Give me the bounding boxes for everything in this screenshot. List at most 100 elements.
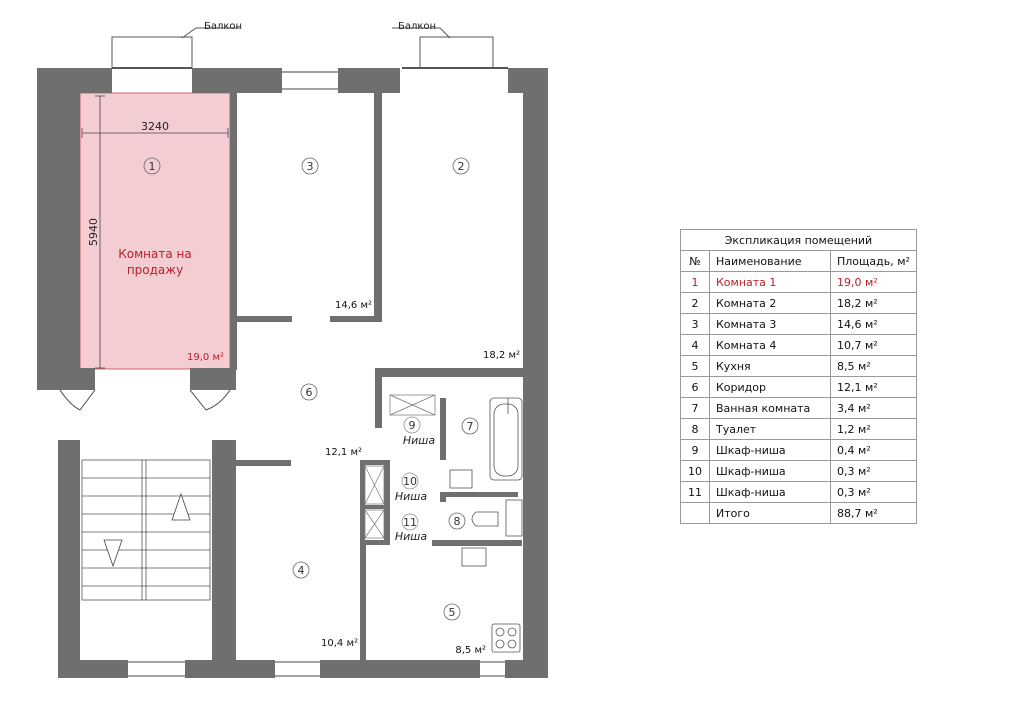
row-name: Шкаф-ниша xyxy=(709,481,831,503)
niches xyxy=(364,394,436,539)
room-5-marker xyxy=(443,603,461,621)
dimensions xyxy=(81,95,229,369)
dim-width: 3240 xyxy=(141,120,169,133)
balconies xyxy=(111,27,508,69)
table-row: 3 Комната 3 14,6 м² xyxy=(680,313,917,335)
niche-11-label: Ниша xyxy=(395,530,427,543)
table-row: 6 Коридор 12,1 м² xyxy=(680,376,917,398)
room-for-sale-line2: продажу xyxy=(127,263,183,277)
row-area: 0,3 м² xyxy=(830,481,917,503)
explication-title: Экспликация помещений xyxy=(680,229,917,251)
row-name: Комната 3 xyxy=(709,313,831,335)
table-row: 5 Кухня 8,5 м² xyxy=(680,355,917,377)
room-4-area: 10,4 м² xyxy=(321,638,358,649)
total-area: 88,7 м² xyxy=(830,502,917,524)
row-area: 12,1 м² xyxy=(830,376,917,398)
row-area: 1,2 м² xyxy=(830,418,917,440)
row-area: 0,4 м² xyxy=(830,439,917,461)
room-3-number: 3 xyxy=(307,160,314,173)
bathroom-fixtures xyxy=(449,397,523,653)
row-name: Коридор xyxy=(709,376,831,398)
room-2-area: 18,2 м² xyxy=(483,350,520,361)
room-11-number: 11 xyxy=(403,516,417,529)
explication-header-row: № Наименование Площадь, м² xyxy=(680,250,917,272)
row-number: 7 xyxy=(680,397,710,419)
table-row: 11 Шкаф-ниша 0,3 м² xyxy=(680,481,917,503)
room-1-area: 19,0 м² xyxy=(187,352,224,363)
row-name: Комната 1 xyxy=(709,271,831,293)
room-5-number: 5 xyxy=(449,606,456,619)
row-name: Туалет xyxy=(709,418,831,440)
row-area: 19,0 м² xyxy=(830,271,917,293)
row-name: Кухня xyxy=(709,355,831,377)
row-area: 3,4 м² xyxy=(830,397,917,419)
room-10-number: 10 xyxy=(403,475,417,488)
room-7-number: 7 xyxy=(467,420,474,433)
table-row: 2 Комната 2 18,2 м² xyxy=(680,292,917,314)
room-1-marker xyxy=(143,157,161,175)
table-row: 1 Комната 1 19,0 м² xyxy=(680,271,917,293)
room-11-marker xyxy=(401,513,419,531)
explication-table: Экспликация помещений № Наименование Пло… xyxy=(680,229,917,524)
row-name: Комната 4 xyxy=(709,334,831,356)
row-area: 10,7 м² xyxy=(830,334,917,356)
row-number: 6 xyxy=(680,376,710,398)
niche-9-label: Ниша xyxy=(403,434,435,447)
row-area: 14,6 м² xyxy=(830,313,917,335)
room-3-area: 14,6 м² xyxy=(335,300,372,311)
room-9-marker xyxy=(403,416,421,434)
header-name: Наименование xyxy=(709,250,831,272)
row-number: 10 xyxy=(680,460,710,482)
room-6-area: 12,1 м² xyxy=(325,447,362,458)
row-number: 8 xyxy=(680,418,710,440)
doors xyxy=(59,389,231,411)
room-1-highlight[interactable] xyxy=(79,92,231,370)
dim-height: 5940 xyxy=(87,218,100,246)
row-number: 5 xyxy=(680,355,710,377)
row-number: 4 xyxy=(680,334,710,356)
row-number: 2 xyxy=(680,292,710,314)
row-area: 0,3 м² xyxy=(830,460,917,482)
total-row: Итого 88,7 м² xyxy=(680,502,917,524)
room-2-number: 2 xyxy=(458,160,465,173)
niche-10-label: Ниша xyxy=(395,490,427,503)
balcony-left-label: Балкон xyxy=(204,21,242,32)
row-number: 1 xyxy=(680,271,710,293)
windows xyxy=(128,71,505,677)
table-row: 9 Шкаф-ниша 0,4 м² xyxy=(680,439,917,461)
table-row: 4 Комната 4 10,7 м² xyxy=(680,334,917,356)
table-row: 8 Туалет 1,2 м² xyxy=(680,418,917,440)
room-2-marker xyxy=(452,157,470,175)
header-area: Площадь, м² xyxy=(830,250,917,272)
walls xyxy=(37,68,548,678)
row-number: 11 xyxy=(680,481,710,503)
room-10-marker xyxy=(401,472,419,490)
room-9-number: 9 xyxy=(409,419,416,432)
row-number: 3 xyxy=(680,313,710,335)
row-name: Ванная комната xyxy=(709,397,831,419)
room-8-number: 8 xyxy=(454,515,461,528)
table-row: 7 Ванная комната 3,4 м² xyxy=(680,397,917,419)
row-name: Комната 2 xyxy=(709,292,831,314)
room-6-number: 6 xyxy=(306,386,313,399)
room-5-area: 8,5 м² xyxy=(455,645,486,656)
room-3-marker xyxy=(301,157,319,175)
row-name: Шкаф-ниша xyxy=(709,460,831,482)
room-6-marker xyxy=(300,383,318,401)
room-for-sale-line1: Комната на xyxy=(118,247,191,261)
row-area: 18,2 м² xyxy=(830,292,917,314)
room-4-marker xyxy=(292,561,310,579)
balcony-right-label: Балкон xyxy=(398,21,436,32)
room-7-marker xyxy=(461,417,479,435)
staircase xyxy=(81,459,211,601)
room-1-number: 1 xyxy=(149,160,156,173)
row-name: Шкаф-ниша xyxy=(709,439,831,461)
room-8-marker xyxy=(448,512,466,530)
row-number: 9 xyxy=(680,439,710,461)
row-area: 8,5 м² xyxy=(830,355,917,377)
total-number-cell xyxy=(680,502,710,524)
table-row: 10 Шкаф-ниша 0,3 м² xyxy=(680,460,917,482)
total-label: Итого xyxy=(709,502,831,524)
room-4-number: 4 xyxy=(298,564,305,577)
